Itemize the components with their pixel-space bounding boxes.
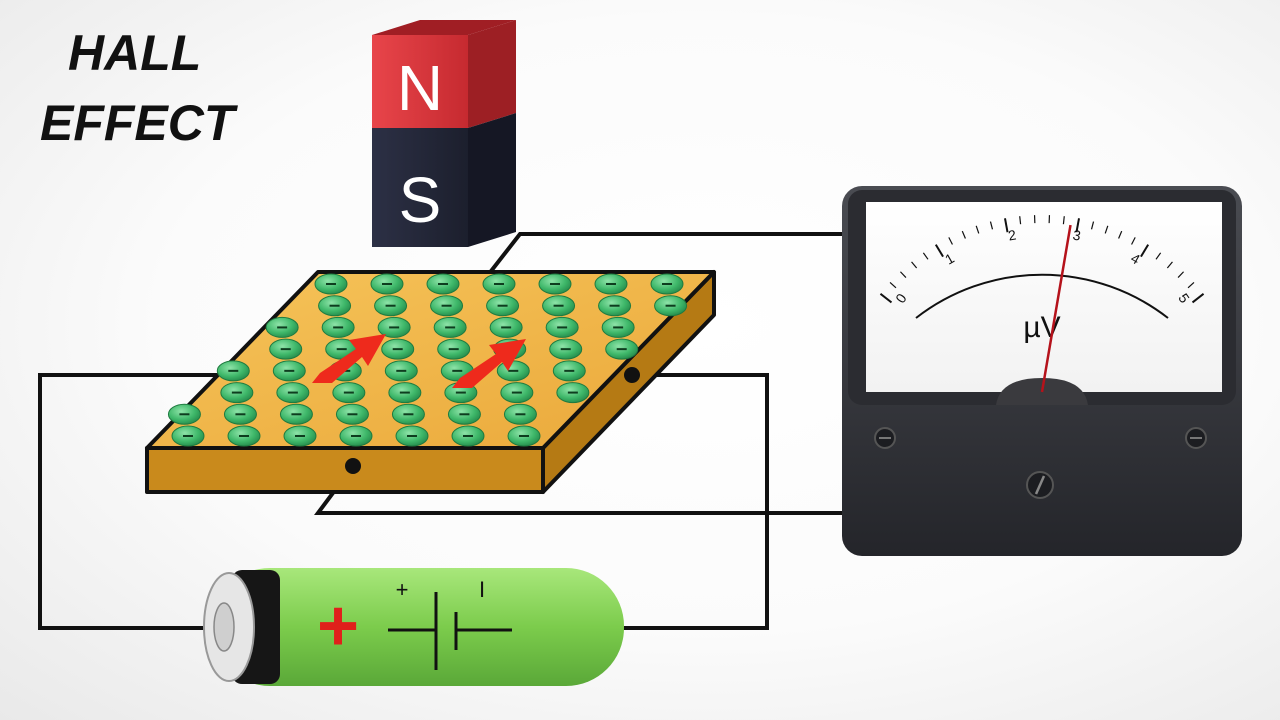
minor-tick [1187, 281, 1195, 289]
minor-tick [911, 261, 918, 269]
meter-scale-ticks [879, 215, 1205, 304]
battery: + + I [203, 568, 624, 686]
magnet-north-face [372, 35, 468, 128]
wire-plate-left-to-battery [38, 373, 218, 630]
meter-face [866, 202, 1222, 392]
major-tick [1004, 218, 1009, 233]
minor-tick [889, 281, 897, 289]
minor-tick [1166, 261, 1173, 269]
battery-cell-symbol [388, 592, 512, 670]
minor-tick [1062, 216, 1065, 225]
title-line-2: EFFECT [40, 95, 239, 151]
battery-plus-icon: + [317, 586, 359, 666]
magnet-north-label: N [397, 52, 443, 124]
plate-front-side [145, 446, 545, 494]
minor-tick [899, 271, 907, 278]
minor-tick [1118, 230, 1123, 239]
diagram-title: HALL EFFECT [40, 25, 239, 151]
minor-tick [948, 237, 953, 245]
major-tick [934, 244, 944, 258]
major-tick [1191, 293, 1205, 304]
charge-carriers [167, 273, 688, 447]
magnet-south-side [468, 113, 516, 247]
title-line-1: HALL [68, 25, 201, 81]
battery-terminal-nub [213, 602, 235, 652]
minor-tick [1155, 252, 1162, 260]
major-tick [1140, 244, 1150, 258]
minor-tick [922, 252, 929, 260]
meter-needle [1040, 224, 1072, 393]
magnet-south-face [372, 128, 468, 247]
magnet-north-side [468, 20, 516, 128]
battery-body [212, 568, 624, 686]
minor-tick [1177, 271, 1185, 278]
meter-scale-arc [915, 273, 1169, 319]
minor-tick [975, 225, 980, 234]
major-tick [879, 293, 893, 304]
minor-tick [1131, 237, 1136, 245]
minor-tick [989, 221, 994, 230]
wire-plate-right-to-battery [620, 373, 769, 630]
minor-tick [1090, 221, 1095, 230]
hall-plate [145, 270, 716, 494]
magnet-south-label: S [399, 164, 442, 236]
wire-plate-back-to-meter [486, 232, 845, 277]
scale-label-2: 2 [1007, 226, 1018, 243]
current-arrow-icon [312, 334, 386, 383]
minor-tick [1104, 225, 1109, 234]
major-tick [1075, 218, 1080, 233]
battery-positive-label: + [396, 577, 409, 602]
minor-tick [1019, 216, 1022, 225]
current-arrow-icon [452, 339, 526, 388]
meter-zero-adjust-slot [1034, 475, 1046, 495]
microvoltmeter: 0 1 2 3 4 5 µV [842, 186, 1242, 556]
plate-contact-right [624, 367, 640, 383]
plate-top-face [145, 270, 716, 450]
battery-negative-label: I [479, 577, 485, 602]
scale-label-3: 3 [1072, 227, 1083, 244]
bar-magnet: N S [372, 20, 516, 247]
minor-tick [961, 230, 966, 239]
current-arrows [312, 334, 526, 388]
plate-contact-front [345, 458, 361, 474]
